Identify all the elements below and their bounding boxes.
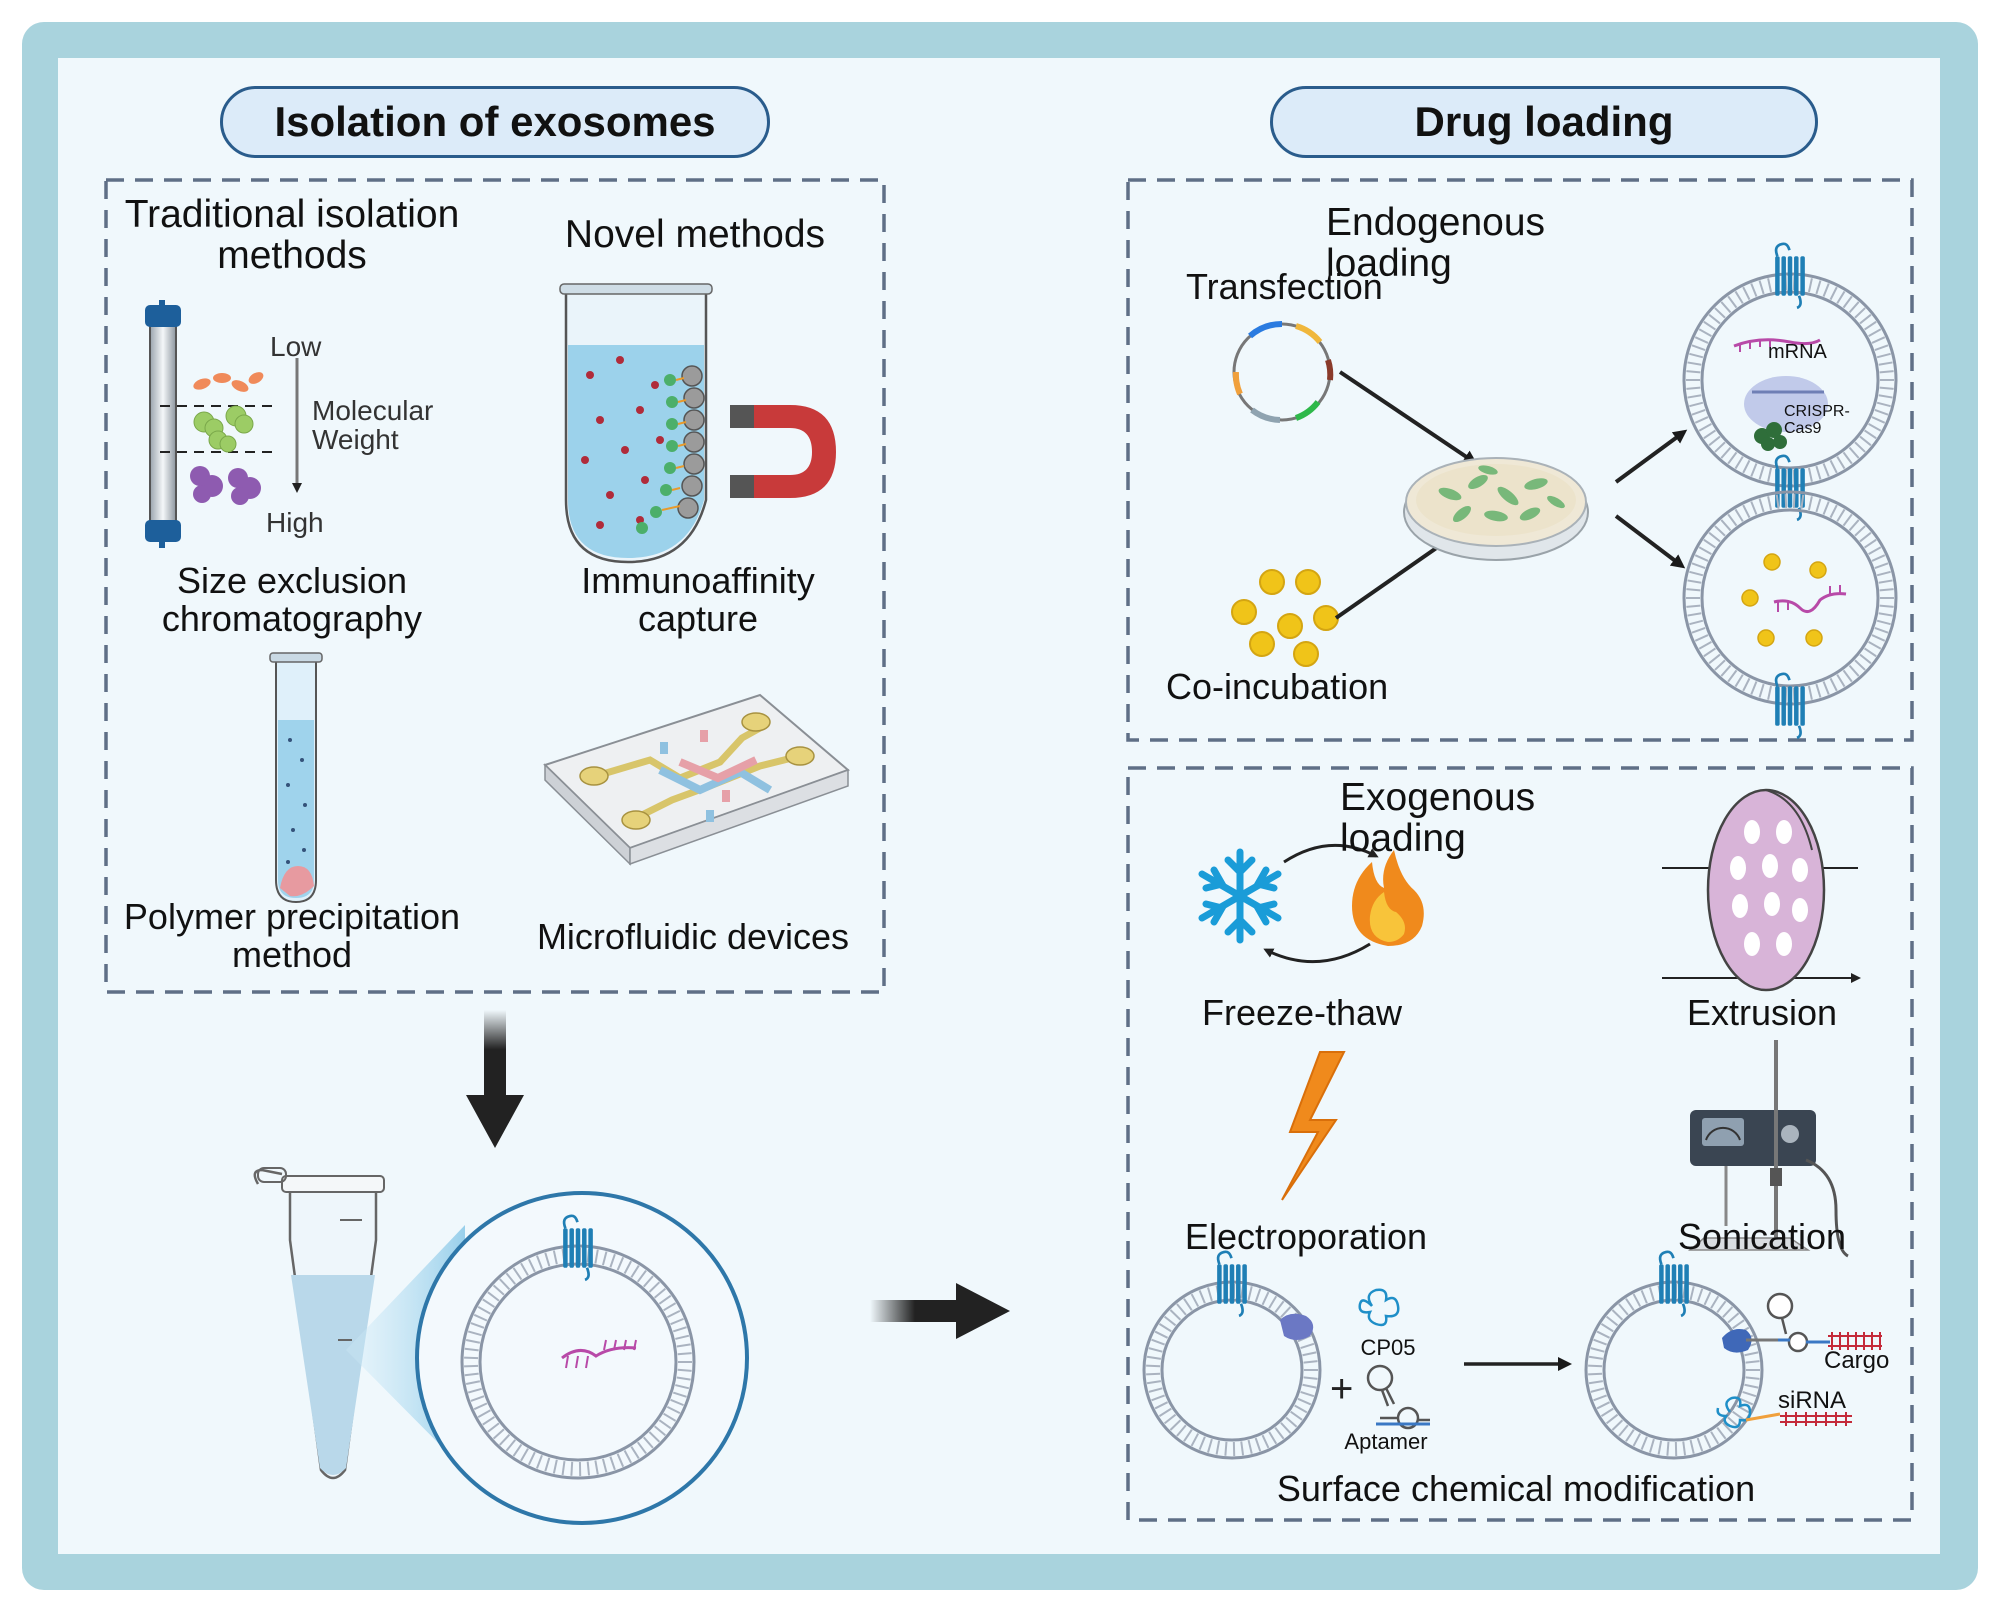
mw-label: Molecular Weight bbox=[312, 395, 434, 456]
microfluidic-label: Microfluidic devices bbox=[536, 916, 850, 957]
cargo-label: Cargo bbox=[1824, 1347, 1890, 1374]
down-arrow-shaft bbox=[484, 1010, 506, 1098]
petri-dish-icon bbox=[1403, 457, 1589, 561]
novel-heading: Novel methods bbox=[564, 213, 826, 256]
to-exosome2-arrow bbox=[1614, 514, 1686, 569]
aptamer-icon bbox=[1366, 1364, 1430, 1430]
freeze-thaw-label: Freeze-thaw bbox=[1201, 992, 1403, 1033]
cas9-cluster bbox=[1754, 422, 1787, 451]
nanoparticles-icon bbox=[1231, 569, 1339, 667]
exosome-surface-protein bbox=[1280, 1313, 1314, 1340]
cp05-peptide-icon bbox=[1358, 1288, 1400, 1327]
exogenous-heading: Exogenous loading bbox=[1340, 776, 1536, 860]
microfluidic-chip-icon bbox=[543, 693, 850, 866]
lightning-icon bbox=[1281, 1051, 1346, 1201]
sonicator-icon bbox=[1687, 1040, 1849, 1258]
exosome-zoom-icon bbox=[460, 1214, 696, 1480]
right-arrow-shaft bbox=[870, 1300, 960, 1322]
exosome-nanoparticle-icon bbox=[1682, 490, 1898, 740]
to-exosome1-arrow bbox=[1614, 429, 1688, 484]
immunoaffinity-icon bbox=[559, 283, 836, 564]
mw-high-label: High bbox=[266, 507, 324, 538]
extrusion-filter-icon bbox=[1662, 788, 1861, 992]
exosome-left-icon bbox=[1142, 1250, 1322, 1460]
mrna-label: mRNA bbox=[1768, 341, 1827, 363]
transfection-arrow bbox=[1338, 370, 1478, 465]
sirna-label: siRNA bbox=[1778, 1387, 1847, 1414]
eppendorf-tube-icon bbox=[253, 1167, 385, 1480]
isolation-title-pill: Isolation of exosomes bbox=[220, 86, 770, 158]
exogenous-dashed-box bbox=[1126, 766, 1914, 1522]
cp05-label: CP05 bbox=[1360, 1335, 1416, 1360]
mw-low-label: Low bbox=[270, 331, 322, 362]
exosome-right-icon bbox=[1584, 1250, 1764, 1460]
surface-mod-label: Surface chemical modification bbox=[1276, 1468, 1756, 1509]
crispr-label: CRISPR-Cas9 bbox=[1784, 403, 1850, 437]
transfection-label: Transfection bbox=[1186, 266, 1383, 307]
isolation-title: Isolation of exosomes bbox=[274, 98, 716, 145]
cargo-strand bbox=[1828, 1332, 1882, 1350]
traditional-heading: Traditional isolation methods bbox=[124, 193, 460, 277]
sirna-strand bbox=[1780, 1412, 1852, 1426]
endogenous-heading: Endogenous loading bbox=[1326, 201, 1546, 285]
plus-sign: + bbox=[1330, 1367, 1353, 1411]
right-arrow-head bbox=[956, 1283, 1010, 1339]
drug-loading-title: Drug loading bbox=[1414, 98, 1674, 145]
sonication-label: Sonication bbox=[1677, 1216, 1847, 1257]
drug-loading-title-pill: Drug loading bbox=[1270, 86, 1818, 158]
freeze-thaw-arrow-top bbox=[1283, 843, 1379, 864]
freeze-thaw-arrow-bottom bbox=[1263, 942, 1371, 964]
coincubation-label: Co-incubation bbox=[1166, 666, 1389, 707]
isolation-dashed-box bbox=[104, 178, 886, 994]
crispr-cas9-shape bbox=[1744, 376, 1828, 432]
polymer-tube-icon bbox=[269, 652, 323, 904]
extrusion-label: Extrusion bbox=[1686, 992, 1838, 1033]
immuno-label: Immunoaffinity capture bbox=[581, 560, 815, 639]
sec-column-icon bbox=[145, 300, 302, 548]
polymer-label: Polymer precipitation method bbox=[123, 896, 461, 975]
aptamer-label: Aptamer bbox=[1344, 1429, 1428, 1454]
exosome-mrna-crispr-icon bbox=[1682, 242, 1898, 522]
down-arrow-head bbox=[466, 1095, 524, 1148]
figure-panel bbox=[58, 58, 1940, 1554]
snowflake-icon bbox=[1198, 848, 1282, 944]
encapsulated-nanoparticles bbox=[1741, 553, 1827, 647]
plasmid-icon bbox=[1232, 320, 1334, 423]
flame-icon bbox=[1352, 850, 1424, 946]
endogenous-dashed-box bbox=[1126, 178, 1914, 742]
sec-label: Size exclusion chromatography bbox=[161, 560, 423, 639]
encapsulated-rna bbox=[1773, 592, 1847, 614]
electroporation-label: Electroporation bbox=[1184, 1216, 1428, 1257]
